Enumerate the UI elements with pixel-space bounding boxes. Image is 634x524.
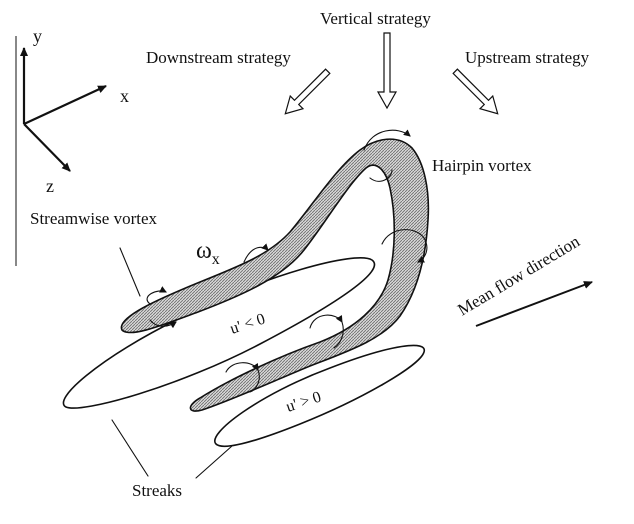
streamwise-leader-line [120, 248, 140, 296]
omega-symbol: ωx [196, 238, 220, 268]
x-axis-arrow [24, 86, 106, 124]
hairpin-vortex-tube [121, 139, 428, 411]
streaks-label: Streaks [132, 481, 182, 500]
streaks-leader-line-left [112, 420, 148, 476]
streamwise-vortex-label: Streamwise vortex [30, 209, 157, 228]
downstream-strategy-label: Downstream strategy [146, 48, 291, 67]
u-positive-label: u' > 0 [284, 389, 323, 416]
downstream-strategy-arrow [279, 65, 334, 120]
y-axis-label: y [33, 26, 42, 46]
coordinate-axes: y x z [24, 26, 129, 196]
hairpin-vortex-label: Hairpin vortex [432, 156, 532, 175]
omega-label: ω [196, 238, 212, 264]
mean-flow-label: Mean flow direction [454, 231, 583, 319]
rotation-arrow-mid-top [310, 315, 342, 328]
strategy-arrows [279, 33, 504, 120]
z-axis-label: z [46, 176, 54, 196]
omega-subscript: x [212, 251, 220, 268]
upstream-strategy-arrow [449, 65, 504, 120]
streaks-leader-line-right [196, 446, 232, 478]
vertical-strategy-label: Vertical strategy [320, 9, 431, 28]
vertical-strategy-arrow [378, 33, 396, 108]
z-axis-arrow [24, 124, 70, 171]
x-axis-label: x [120, 86, 129, 106]
upstream-strategy-label: Upstream strategy [465, 48, 590, 67]
u-negative-label: u' < 0 [228, 311, 267, 338]
